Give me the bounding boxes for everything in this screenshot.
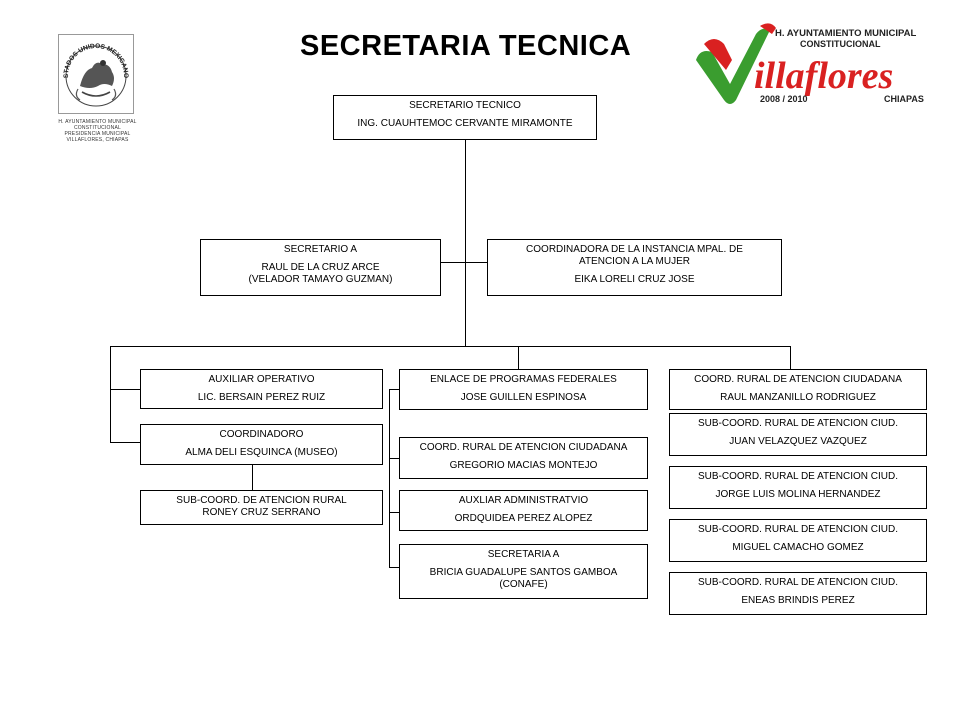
node-name: ING. CUAUHTEMOC CERVANTE MIRAMONTE (357, 118, 573, 129)
node-role: COORDINADORA DE LA INSTANCIA MPAL. DE (526, 244, 743, 255)
node-sub-jorge: SUB-COORD. RURAL DE ATENCION CIUD. JORGE… (669, 466, 927, 509)
logo-text-line-2: CONSTITUCIONAL (800, 39, 881, 49)
node-role: SUB-COORD. RURAL DE ATENCION CIUD. (697, 471, 899, 482)
coat-of-arms-seal: ESTADOS UNIDOS MEXICANOS (58, 34, 134, 114)
connector-staff-left (441, 262, 465, 263)
connector-to-coordinadoro (110, 442, 140, 443)
connector-to-coord-gregorio (389, 458, 399, 459)
connector-middle-vertical (389, 389, 390, 567)
connector-trunk (465, 140, 466, 346)
seal-caption-line-1: H. AYUNTAMIENTO MUNICIPAL CONSTITUCIONAL (58, 119, 137, 131)
connector-right-branch (790, 346, 791, 369)
node-name: MIGUEL CAMACHO GOMEZ (732, 542, 864, 553)
node-sub-eneas: SUB-COORD. RURAL DE ATENCION CIUD. ENEAS… (669, 572, 927, 615)
seal-caption-line-2: PRESIDENCIA MUNICIPAL (64, 131, 131, 137)
connector-to-auxiliar-operativo (110, 389, 140, 390)
node-coordinadora-mujer: COORDINADORA DE LA INSTANCIA MPAL. DE AT… (487, 239, 782, 296)
node-secretaria-a: SECRETARIA A BRICIA GUADALUPE SANTOS GAM… (399, 544, 648, 599)
connector-to-secretaria-a (389, 567, 399, 568)
logo-years: 2008 / 2010 (760, 94, 808, 104)
node-role: AUXILIAR OPERATIVO (208, 374, 315, 385)
node-name: GREGORIO MACIAS MONTEJO (449, 460, 598, 471)
node-sub-miguel: SUB-COORD. RURAL DE ATENCION CIUD. MIGUE… (669, 519, 927, 562)
node-role: COORD. RURAL DE ATENCION CIUDADANA (419, 442, 628, 453)
node-secretario-tecnico: SECRETARIO TECNICO ING. CUAUHTEMOC CERVA… (333, 95, 597, 140)
node-name: RAUL DE LA CRUZ ARCE (261, 262, 380, 273)
connector-left-branch (110, 346, 111, 442)
node-name-extra: (VELADOR TAMAYO GUZMAN) (248, 274, 393, 285)
node-auxiliar-administrativo: AUXLIAR ADMINISTRATVIO ORDQUIDEA PEREZ A… (399, 490, 648, 531)
node-auxiliar-operativo: AUXILIAR OPERATIVO LIC. BERSAIN PEREZ RU… (140, 369, 383, 409)
node-role: SUB-COORD. RURAL DE ATENCION CIUD. (697, 418, 899, 429)
connector-to-auxiliar-admin (389, 512, 399, 513)
node-secretario-a: SECRETARIO A RAUL DE LA CRUZ ARCE (VELAD… (200, 239, 441, 296)
node-name: JUAN VELAZQUEZ VAZQUEZ (729, 436, 867, 447)
node-role: COORDINADORO (219, 429, 304, 440)
node-role-cont: ATENCION A LA MUJER (579, 256, 690, 267)
node-coordinadoro: COORDINADORO ALMA DELI ESQUINCA (MUSEO) (140, 424, 383, 465)
node-name: JOSE GUILLEN ESPINOSA (460, 392, 587, 403)
node-coord-rural-raul: COORD. RURAL DE ATENCION CIUDADANA RAUL … (669, 369, 927, 410)
connector-to-enlace (389, 389, 399, 390)
node-name: LIC. BERSAIN PEREZ RUIZ (197, 392, 326, 403)
page-title: SECRETARIA TECNICA (300, 30, 632, 62)
node-name: RAUL MANZANILLO RODRIGUEZ (720, 392, 876, 403)
node-name-extra: (CONAFE) (499, 579, 548, 590)
node-coord-rural-gregorio: COORD. RURAL DE ATENCION CIUDADANA GREGO… (399, 437, 648, 479)
connector-staff-right (465, 262, 487, 263)
node-name: ALMA DELI ESQUINCA (MUSEO) (185, 447, 338, 458)
node-name: BRICIA GUADALUPE SANTOS GAMBOA (429, 567, 618, 578)
seal-caption: H. AYUNTAMIENTO MUNICIPAL CONSTITUCIONAL… (40, 119, 155, 143)
connector-middle-branch (518, 346, 519, 369)
connector-horizontal-bus (110, 346, 791, 347)
node-name: ORDQUIDEA PEREZ ALOPEZ (454, 513, 593, 524)
node-role: SECRETARIA A (487, 549, 560, 560)
node-role: COORD. RURAL DE ATENCION CIUDADANA (694, 374, 902, 385)
node-sub-juan: SUB-COORD. RURAL DE ATENCION CIUD. JUAN … (669, 413, 927, 456)
node-sub-coord-atencion-rural: SUB-COORD. DE ATENCION RURAL RONEY CRUZ … (140, 490, 383, 525)
node-role: SECRETARIO TECNICO (409, 100, 521, 111)
node-role: ENLACE DE PROGRAMAS FEDERALES (430, 374, 617, 385)
node-name: JORGE LUIS MOLINA HERNANDEZ (715, 489, 881, 500)
node-role: SUB-COORD. RURAL DE ATENCION CIUD. (697, 524, 899, 535)
logo-text-line-1: H. AYUNTAMIENTO MUNICIPAL (775, 28, 916, 39)
node-role: SUB-COORD. RURAL DE ATENCION CIUD. (697, 577, 899, 588)
seal-caption-line-3: VILLAFLORES, CHIAPAS (66, 137, 129, 143)
node-name: ENEAS BRINDIS PEREZ (741, 595, 855, 606)
logo-brand-text: illaflores (754, 55, 893, 97)
logo-state: CHIAPAS (884, 94, 924, 104)
node-name: EIKA LORELI CRUZ JOSE (574, 274, 695, 285)
node-name: RONEY CRUZ SERRANO (202, 507, 321, 518)
node-role: AUXLIAR ADMINISTRATVIO (458, 495, 589, 506)
node-role: SUB-COORD. DE ATENCION RURAL (176, 495, 347, 506)
connector-coordinadoro-down (252, 465, 253, 490)
villaflores-logo: H. AYUNTAMIENTO MUNICIPAL CONSTITUCIONAL… (696, 23, 924, 105)
node-role: SECRETARIO A (283, 244, 358, 255)
node-enlace-programas: ENLACE DE PROGRAMAS FEDERALES JOSE GUILL… (399, 369, 648, 410)
